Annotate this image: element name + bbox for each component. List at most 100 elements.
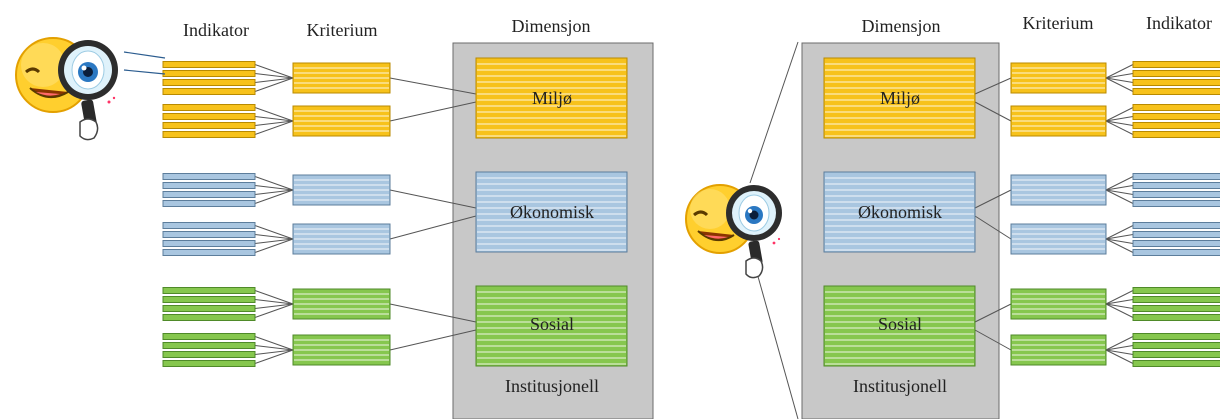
- right-connector-line: [1105, 64, 1134, 79]
- right-dimension-box-sosial: [823, 285, 976, 367]
- right-connector-line: [1105, 238, 1134, 244]
- right-dimension-box-okonomisk: [823, 171, 976, 253]
- right-header-dimensjon: Dimensjon: [862, 16, 941, 36]
- right-connector-line: [974, 189, 1012, 209]
- left-indicator-bar-sosial: [162, 296, 256, 303]
- right-connector-line: [1105, 303, 1134, 309]
- left-indicator-bar-okonomisk: [162, 200, 256, 207]
- left-indicator-bar-sosial: [162, 342, 256, 349]
- right-indicator-bar-sosial: [1132, 351, 1220, 358]
- right-connector-line: [1105, 176, 1134, 191]
- left-connector-line: [254, 303, 294, 318]
- left-connector-line: [254, 64, 294, 79]
- left-connector-line: [254, 336, 294, 351]
- right-indicator-bar-okonomisk: [1132, 200, 1220, 207]
- left-mascot-pointer-line: [123, 51, 166, 59]
- left-connector-line: [254, 238, 294, 253]
- right-indicator-bar-miljo: [1132, 104, 1220, 111]
- left-criteria: [292, 62, 391, 366]
- smiley-magnifier-icon: [15, 37, 118, 141]
- left-connector-line: [389, 329, 477, 351]
- right-connector-line: [1105, 73, 1134, 79]
- right-connector-line: [974, 77, 1012, 95]
- left-criterion-box-miljo: [292, 105, 391, 137]
- left-indicator-bar-sosial: [162, 305, 256, 312]
- left-connector-line: [389, 303, 477, 323]
- right-connector-line: [1105, 349, 1134, 364]
- right-indicator-bar-okonomisk: [1132, 240, 1220, 247]
- right-indicator-bar-sosial: [1132, 333, 1220, 340]
- right-indicator-bar-miljo: [1132, 70, 1220, 77]
- left-indicator-bar-miljo: [162, 113, 256, 120]
- left-connector-line: [254, 77, 294, 83]
- right-connector-line: [1105, 77, 1134, 83]
- right-criteria: [1010, 62, 1107, 366]
- left-indicator-bar-okonomisk: [162, 231, 256, 238]
- right-dimension-label-okonomisk: Økonomisk: [858, 202, 942, 222]
- left-panel: Indikator Kriterium Dimensjon Miljø Økon…: [15, 16, 654, 419]
- right-indicator-bar-miljo: [1132, 61, 1220, 68]
- right-indicator-bar-miljo: [1132, 79, 1220, 86]
- left-indicator-bar-miljo: [162, 88, 256, 95]
- left-header-indikator: Indikator: [183, 20, 249, 40]
- right-criterion-box-okonomisk: [1010, 174, 1107, 206]
- left-dimension-box-okonomisk: [475, 171, 628, 253]
- left-connector-line: [254, 77, 294, 92]
- right-connector-line: [1105, 299, 1134, 305]
- left-connector-line: [254, 116, 294, 122]
- left-indicator-bar-sosial: [162, 351, 256, 358]
- left-indicators: [162, 61, 256, 367]
- right-indicator-bar-sosial: [1132, 296, 1220, 303]
- left-indicator-bar-sosial: [162, 287, 256, 294]
- left-connector-line: [254, 303, 294, 309]
- left-connector-line: [254, 238, 294, 244]
- right-criterion-box-okonomisk: [1010, 223, 1107, 255]
- left-connector-line: [389, 101, 477, 122]
- left-indicator-bar-miljo: [162, 79, 256, 86]
- left-criterion-box-sosial: [292, 288, 391, 320]
- smiley-magnifier-icon: [685, 184, 782, 279]
- left-dimension-label-sosial: Sosial: [530, 314, 574, 334]
- left-connectors: [254, 64, 477, 364]
- left-connector-line: [254, 345, 294, 351]
- left-indicator-bar-miljo: [162, 61, 256, 68]
- left-criterion-box-okonomisk: [292, 223, 391, 255]
- left-criterion-box-miljo: [292, 62, 391, 94]
- left-criterion-box-okonomisk: [292, 174, 391, 206]
- left-dimension-label-miljo: Miljø: [532, 88, 572, 108]
- right-indicator-bar-miljo: [1132, 113, 1220, 120]
- right-header-kriterium: Kriterium: [1023, 13, 1094, 33]
- left-indicator-bar-okonomisk: [162, 191, 256, 198]
- right-indicator-bar-okonomisk: [1132, 231, 1220, 238]
- right-connector-line: [1105, 120, 1134, 135]
- left-connector-line: [254, 234, 294, 240]
- right-indicator-bar-sosial: [1132, 342, 1220, 349]
- left-indicator-bar-sosial: [162, 314, 256, 321]
- left-connector-line: [254, 225, 294, 240]
- right-indicator-bar-okonomisk: [1132, 173, 1220, 180]
- left-indicator-bar-okonomisk: [162, 182, 256, 189]
- left-connector-line: [254, 189, 294, 204]
- right-indicator-bar-sosial: [1132, 314, 1220, 321]
- left-dimension-label-okonomisk: Økonomisk: [510, 202, 594, 222]
- left-connector-line: [254, 107, 294, 122]
- left-connector-line: [254, 185, 294, 191]
- left-dimension-box-sosial: [475, 285, 628, 367]
- right-indicator-bar-okonomisk: [1132, 182, 1220, 189]
- right-connector-line: [974, 215, 1012, 240]
- right-criterion-box-miljo: [1010, 105, 1107, 137]
- right-connector-line: [1105, 345, 1134, 351]
- left-connector-line: [389, 77, 477, 95]
- left-indicator-bar-okonomisk: [162, 222, 256, 229]
- left-connector-line: [254, 349, 294, 355]
- left-indicator-bar-miljo: [162, 122, 256, 129]
- left-connector-line: [254, 120, 294, 126]
- right-criterion-box-miljo: [1010, 62, 1107, 94]
- left-indicator-bar-okonomisk: [162, 249, 256, 256]
- right-connectors: [974, 64, 1134, 364]
- right-indicator-bar-sosial: [1132, 360, 1220, 367]
- right-connector-line: [974, 303, 1012, 323]
- left-indicator-bar-miljo: [162, 70, 256, 77]
- left-dimension-boxes: [475, 57, 628, 367]
